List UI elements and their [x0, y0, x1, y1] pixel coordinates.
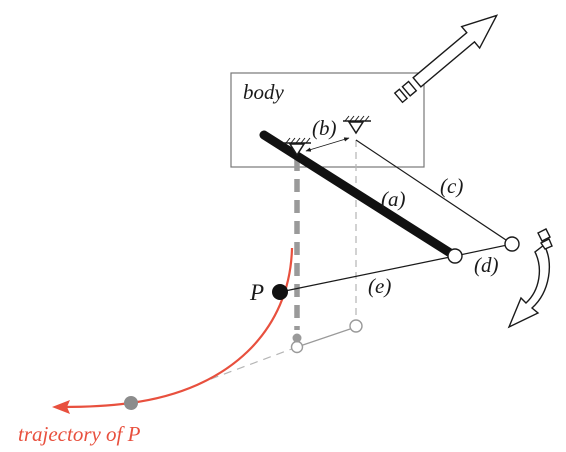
- trajectory-bead: [124, 396, 138, 410]
- ghost-short-link: [296, 326, 357, 348]
- link-e: [279, 255, 456, 293]
- joint-a-end: [447, 248, 463, 264]
- ghost-joint-upper: [292, 333, 302, 343]
- ghost-baseline-dashed: [199, 346, 298, 384]
- point-p: [272, 284, 288, 300]
- trajectory-curve: [61, 247, 294, 409]
- ghost-joint-lower: [290, 340, 304, 354]
- label-b: (b): [312, 116, 337, 140]
- trajectory-arrowhead: [52, 400, 70, 414]
- link-d: [454, 243, 513, 257]
- bar-a: [259, 130, 460, 261]
- label-p: P: [249, 280, 264, 305]
- hollow-straight-arrow-icon: [393, 14, 499, 104]
- label-d: (d): [474, 253, 499, 277]
- label-c: (c): [440, 174, 463, 198]
- ghost-joint-right: [349, 319, 363, 333]
- link-c: [355, 139, 513, 245]
- dimension-b: [305, 137, 350, 152]
- hollow-curved-arrow-icon: [507, 228, 553, 329]
- body-label: body: [243, 80, 285, 104]
- joint-d-right: [504, 236, 520, 252]
- ground-pin-icon: [343, 115, 371, 135]
- label-a: (a): [381, 187, 406, 211]
- label-e: (e): [368, 274, 391, 298]
- trajectory-label: trajectory of P: [18, 422, 141, 446]
- body-frame: [230, 72, 425, 168]
